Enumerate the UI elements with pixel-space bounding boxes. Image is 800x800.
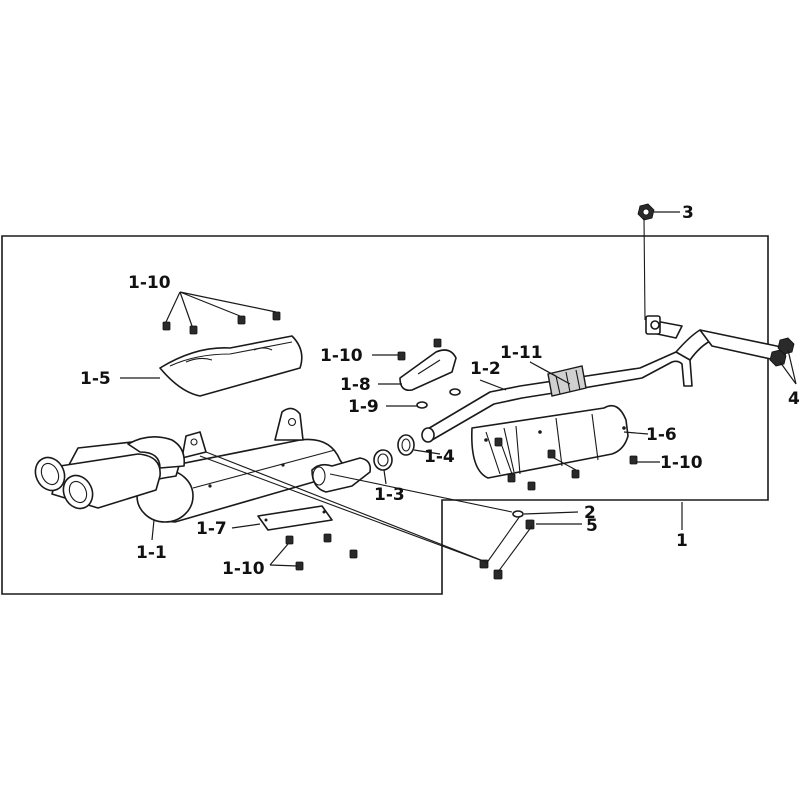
exhaust-pipe: [421, 315, 787, 443]
exhaust-nuts: [769, 337, 795, 367]
callout-1: 1: [676, 531, 688, 551]
muffler-heat-shield: [159, 335, 303, 397]
gasket-ring: [373, 449, 393, 471]
callout-labels: 1-10 1-5 1-10 1-8 1-9 1-2 1-11 3 4 1-6 1…: [80, 203, 800, 579]
callout-5: 5: [586, 516, 598, 536]
callout-1-2: 1-2: [470, 359, 501, 379]
callout-1-7: 1-7: [196, 519, 227, 539]
gasket-seal: [397, 434, 415, 456]
callout-1-10-middle: 1-10: [320, 346, 363, 366]
callout-1-5: 1-5: [80, 369, 111, 389]
callout-1-8: 1-8: [340, 375, 371, 395]
muffler: [34, 407, 372, 523]
pipe-heat-shield: [471, 404, 629, 479]
callout-1-9: 1-9: [348, 397, 379, 417]
heat-shield-plate: [257, 505, 333, 531]
callout-1-6: 1-6: [646, 425, 677, 445]
callout-2: 2: [584, 503, 596, 523]
callout-1-1: 1-1: [136, 543, 167, 563]
leader-lines: [120, 211, 797, 573]
callout-1-10-top: 1-10: [128, 273, 171, 293]
callout-4: 4: [788, 389, 800, 409]
callout-1-10-bottom: 1-10: [222, 559, 265, 579]
callout-1-3: 1-3: [374, 485, 405, 505]
callout-1-11: 1-11: [500, 343, 543, 363]
small-heat-shield: [399, 349, 461, 409]
assembly-frame: [1, 235, 769, 595]
callout-1-4: 1-4: [424, 447, 455, 467]
bolts: [162, 311, 638, 580]
flange-nut: [637, 203, 655, 221]
callout-1-10-right: 1-10: [660, 453, 703, 473]
callout-3: 3: [682, 203, 694, 223]
